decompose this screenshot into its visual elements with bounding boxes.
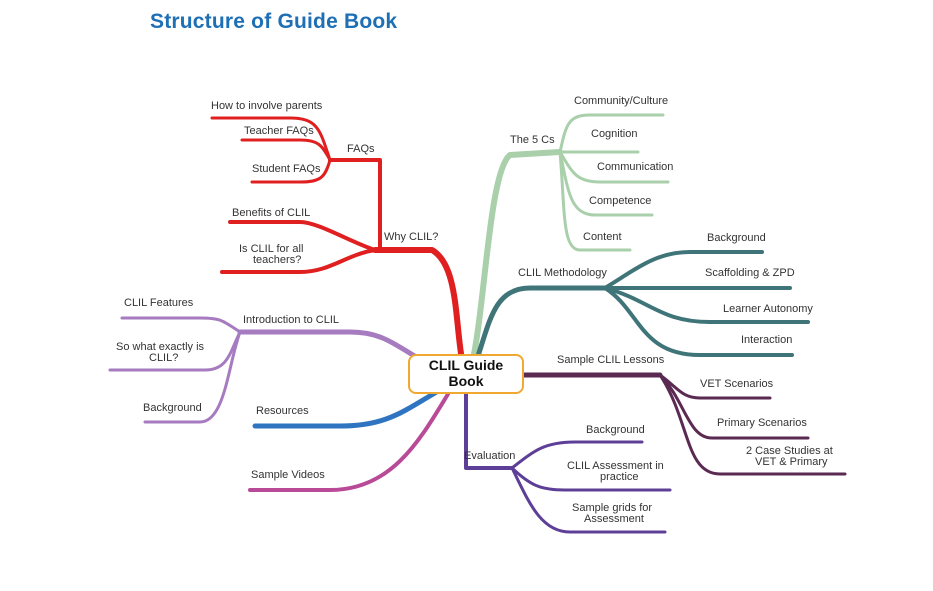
node-competence: Competence	[589, 195, 651, 207]
connector-sample-grids	[510, 466, 667, 534]
node-case-studies-line2: VET & Primary	[755, 456, 828, 468]
connector-five-cs	[471, 149, 563, 357]
connector-clil-assessment	[510, 466, 672, 492]
connector-meth-background	[603, 250, 764, 290]
connector-how-to-involve-parents	[210, 116, 332, 162]
node-content: Content	[583, 231, 622, 243]
node-so-what-exactly-line1: So what exactly is	[116, 341, 205, 353]
branch-evaluation	[464, 390, 672, 534]
node-evaluation: Evaluation	[464, 450, 515, 462]
connector-why-clil	[372, 247, 465, 363]
root-node-box	[408, 354, 524, 394]
connector-resources	[252, 387, 443, 429]
connector-community-culture	[558, 113, 665, 154]
connector-clil-features	[120, 316, 242, 334]
branch-why-clil	[210, 116, 465, 363]
node-five-cs: The 5 Cs	[510, 134, 555, 146]
node-student-faqs: Student FAQs	[252, 163, 321, 175]
node-vet-scenarios: VET Scenarios	[700, 378, 774, 390]
node-is-clil-for-all-line1: Is CLIL for all	[239, 243, 303, 255]
connector-background-intro	[143, 330, 242, 424]
connector-evaluation	[464, 390, 514, 470]
root-node-label-line1: CLIL Guide	[429, 357, 504, 373]
node-meth-background: Background	[707, 232, 766, 244]
node-why-clil: Why CLIL?	[384, 231, 438, 243]
connector-sample-videos	[248, 392, 450, 492]
page-title: Structure of Guide Book	[150, 10, 398, 33]
node-clil-assessment-line2: practice	[600, 471, 639, 483]
node-sample-grids-line1: Sample grids for	[572, 502, 652, 514]
node-eval-background: Background	[586, 424, 645, 436]
node-how-to-involve-parents: How to involve parents	[211, 100, 323, 112]
node-clil-assessment-line1: CLIL Assessment in	[567, 460, 664, 472]
node-case-studies-line1: 2 Case Studies at	[746, 445, 833, 457]
connector-methodology	[475, 285, 608, 359]
connector-content	[558, 150, 632, 252]
node-intro-background: Background	[143, 402, 202, 414]
node-so-what-exactly-line2: CLIL?	[149, 352, 178, 364]
node-sample-lessons: Sample CLIL Lessons	[557, 354, 665, 366]
connector-teacher-faqs	[240, 138, 332, 162]
connector-competence	[558, 150, 654, 217]
node-is-clil-for-all-line2: teachers?	[253, 254, 301, 266]
node-introduction: Introduction to CLIL	[243, 314, 339, 326]
node-resources: Resources	[256, 405, 309, 417]
node-sample-videos: Sample Videos	[251, 469, 325, 481]
node-interaction: Interaction	[741, 334, 792, 346]
node-benefits-of-clil: Benefits of CLIL	[232, 207, 310, 219]
node-faqs: FAQs	[347, 143, 375, 155]
connector-primary-scenarios	[658, 373, 810, 440]
node-teacher-faqs: Teacher FAQs	[244, 125, 314, 137]
connector-student-faqs	[250, 158, 332, 184]
node-communication: Communication	[597, 161, 673, 173]
branch-five-cs	[471, 113, 670, 357]
node-primary-scenarios: Primary Scenarios	[717, 417, 807, 429]
connector-communication	[558, 150, 670, 184]
root-node-label-line2: Book	[449, 373, 484, 389]
connector-faqs	[328, 158, 382, 252]
node-cognition: Cognition	[591, 128, 637, 140]
node-community-culture: Community/Culture	[574, 95, 668, 107]
branch-introduction	[108, 316, 421, 424]
connector-case-studies	[658, 373, 847, 476]
connector-eval-background	[510, 440, 644, 470]
root-node: CLIL Guide Book	[408, 354, 524, 394]
node-clil-features: CLIL Features	[124, 297, 194, 309]
connector-introduction	[237, 329, 421, 361]
node-learner-autonomy: Learner Autonomy	[723, 303, 813, 315]
connector-is-clil-for-all-teachers	[220, 248, 377, 274]
connector-interaction	[603, 286, 794, 357]
connector-learner-autonomy	[603, 286, 810, 324]
node-sample-grids-line2: Assessment	[584, 513, 644, 525]
branch-lessons	[517, 372, 847, 476]
branch-methodology	[475, 250, 810, 359]
node-methodology: CLIL Methodology	[518, 267, 607, 279]
connector-benefits-of-clil	[228, 220, 377, 252]
node-scaffolding: Scaffolding & ZPD	[705, 267, 795, 279]
